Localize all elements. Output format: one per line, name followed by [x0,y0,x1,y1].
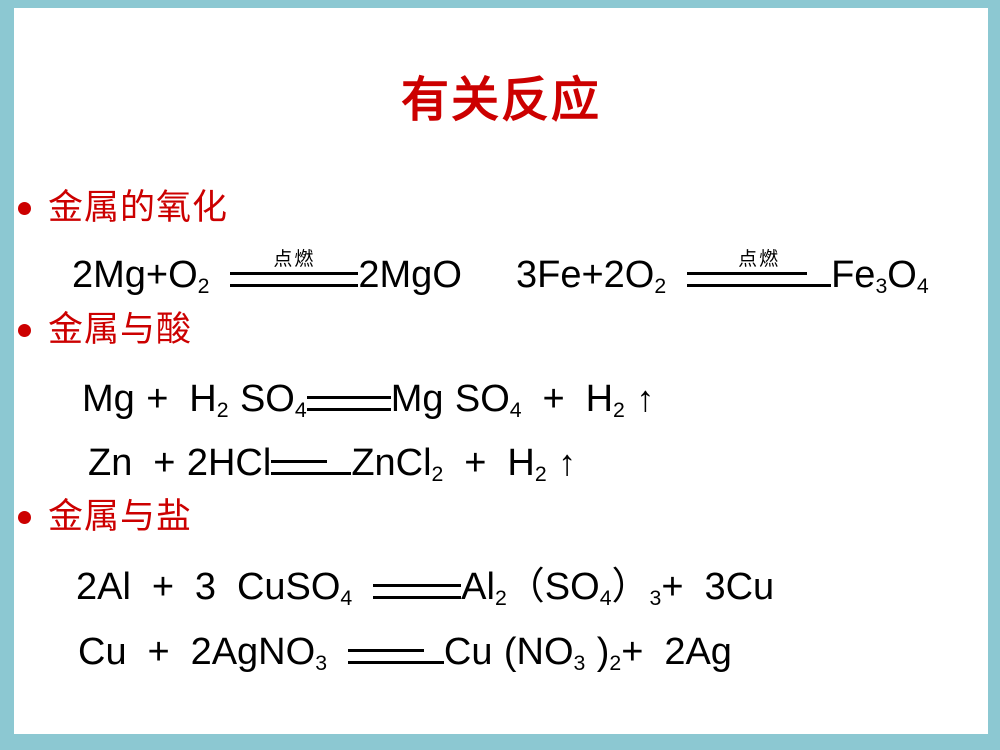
bullet-item-acid: 金属与酸 [18,313,192,348]
reaction-arrow-line-bottom [306,408,391,411]
reaction-arrow-lines [347,649,444,664]
paren-close: ) [596,631,610,673]
plus-sign: + [146,378,169,420]
slide-border-top [0,0,1000,8]
reaction-arrow [373,584,462,599]
paren-open: (NO [503,631,574,673]
gas-evolution-arrow-icon: ↑ [558,442,577,483]
reactant-text: 2Mg+O [72,254,198,296]
product-text: 2Ag [664,631,732,673]
reactant-text: 2Al [76,566,131,608]
plus-sign: + [151,566,175,608]
reaction-arrow-lines [373,584,462,599]
coefficient-text: 3 [194,566,217,608]
slide-border-right [988,0,1000,750]
plus-sign: + [621,631,644,673]
reactant-text: SO [239,378,295,420]
reaction-arrow-lines [306,396,391,411]
reaction-arrow-line-top [271,460,328,463]
plus-sign: + [464,442,487,484]
reaction-arrow-line-bottom [373,596,462,599]
product-text: SO [544,566,600,608]
product-text: H [507,442,535,484]
plus-sign: + [153,442,176,484]
paren-close: ） [611,566,650,608]
reaction-arrow-line-top [230,272,359,275]
bullet-dot-icon [18,324,31,337]
bullet-label-salt: 金属与盐 [48,497,193,537]
reaction-arrow-line-top [687,272,808,275]
reactant-text: 2AgNO [190,631,316,673]
reaction-condition-label: 点燃 [738,248,781,270]
plus-sign: + [147,631,170,673]
product-text: Cu [443,631,493,673]
reaction-arrow-lines [230,272,359,287]
reaction-arrow-lines [271,460,352,475]
page-title: 有关反应 [400,72,601,128]
reactant-text: CuSO [236,566,341,608]
slide-border-left [0,0,14,750]
bullet-dot-icon [18,511,31,524]
reaction-arrow-line-bottom [271,472,352,475]
paren-open: （ [506,566,545,608]
product-text: Fe [831,254,876,296]
product-text: SO [454,378,510,420]
reaction-arrow-line-top [373,584,462,587]
reaction-arrow-line-top [347,649,424,652]
reactant-text: Mg [82,378,135,420]
reactant-text: Cu [78,631,127,673]
reaction-arrow [306,396,391,411]
bullet-label-oxidation: 金属的氧化 [48,188,229,228]
slide-border-bottom [0,734,1000,750]
plus-sign: + [542,378,565,420]
reaction-arrow: 点燃 [230,250,359,287]
reaction-arrow-line-bottom [687,284,832,287]
bullet-label-acid: 金属与酸 [48,310,193,350]
reactant-text: H [189,378,217,420]
product-text: Mg [390,378,444,420]
gas-evolution-arrow-icon: ↑ [636,378,655,419]
product-text: 2MgO [358,254,462,296]
reaction-arrow [271,460,352,475]
bullet-item-oxidation: 金属的氧化 [18,191,228,226]
reaction-arrow-line-bottom [347,661,444,664]
reaction-condition-label: 点燃 [273,248,316,270]
bullet-dot-icon [18,202,31,215]
product-text: ZnCl [351,442,432,484]
reaction-arrow-lines [687,272,832,287]
plus-sign: + [661,566,684,608]
reaction-arrow-line-top [306,396,391,399]
bullet-item-salt: 金属与盐 [18,500,192,535]
reactant-text: 2HCl [186,442,272,484]
product-text: 3Cu [704,566,775,608]
reactant-text: Zn [88,442,133,484]
reaction-arrow-line-bottom [230,284,359,287]
product-text: Al [461,566,495,608]
product-text: O [887,254,917,296]
reaction-arrow: 点燃 [687,250,832,287]
reactant-text: 3Fe+2O [516,254,655,296]
reaction-arrow [347,649,444,664]
product-text: H [585,378,614,420]
